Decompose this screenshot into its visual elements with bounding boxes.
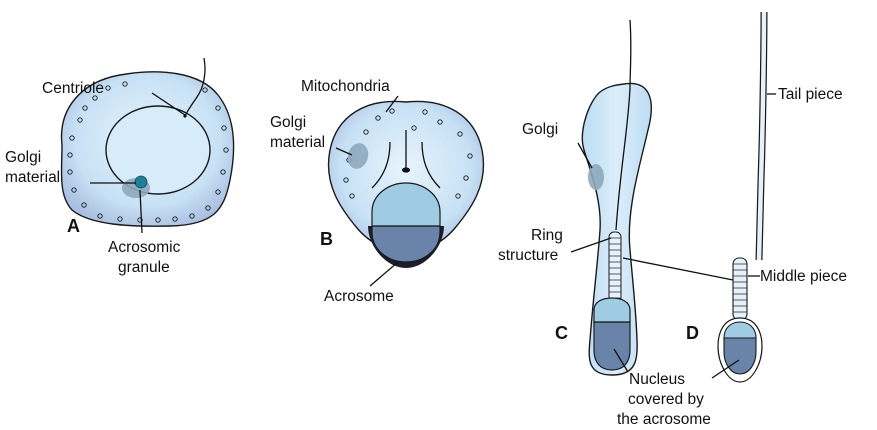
stage-d-middle-piece bbox=[733, 258, 747, 320]
stage-c-nucleus-upper bbox=[594, 298, 630, 322]
stage-c-golgi bbox=[588, 164, 604, 190]
stage-c-cell bbox=[582, 20, 651, 375]
middle-piece-leader-c bbox=[623, 258, 733, 280]
stage-a-acrosomic-granule bbox=[135, 176, 147, 188]
stage-d-cell bbox=[718, 12, 764, 382]
label-stage-b: B bbox=[320, 229, 333, 249]
label-centriole: Centriole bbox=[42, 80, 104, 97]
label-stage-c: C bbox=[555, 323, 568, 343]
stage-b-cell bbox=[329, 101, 484, 268]
label-golgi-b-1: Golgi bbox=[270, 114, 306, 131]
label-middle-piece: Middle piece bbox=[760, 268, 847, 285]
stage-d-nucleus-lower bbox=[724, 338, 756, 374]
label-ring-2: structure bbox=[498, 247, 558, 264]
label-stage-a: A bbox=[67, 216, 80, 236]
stage-c-nucleus-lower bbox=[594, 322, 630, 370]
label-acrosomic-1: Acrosomic bbox=[108, 239, 181, 256]
label-nucleus-3: the acrosome bbox=[617, 411, 711, 428]
label-stage-d: D bbox=[686, 323, 699, 343]
label-golgi-c: Golgi bbox=[522, 121, 558, 138]
label-golgi-a-2: material bbox=[5, 169, 60, 186]
label-acrosome: Acrosome bbox=[324, 288, 394, 305]
label-mitochondria: Mitochondria bbox=[301, 78, 390, 95]
label-nucleus-2: covered by bbox=[628, 391, 704, 408]
label-acrosomic-2: granule bbox=[118, 259, 170, 276]
label-golgi-a-1: Golgi bbox=[5, 149, 41, 166]
stage-c-flagellum-top bbox=[630, 20, 631, 88]
acrosome-leader bbox=[370, 262, 398, 286]
stage-b-centriole bbox=[402, 167, 410, 172]
label-tail-piece: Tail piece bbox=[778, 86, 843, 103]
label-nucleus-1: Nucleus bbox=[629, 371, 685, 388]
stage-a-nucleus bbox=[106, 106, 210, 194]
label-ring-1: Ring bbox=[531, 227, 563, 244]
label-golgi-b-2: material bbox=[270, 134, 325, 151]
